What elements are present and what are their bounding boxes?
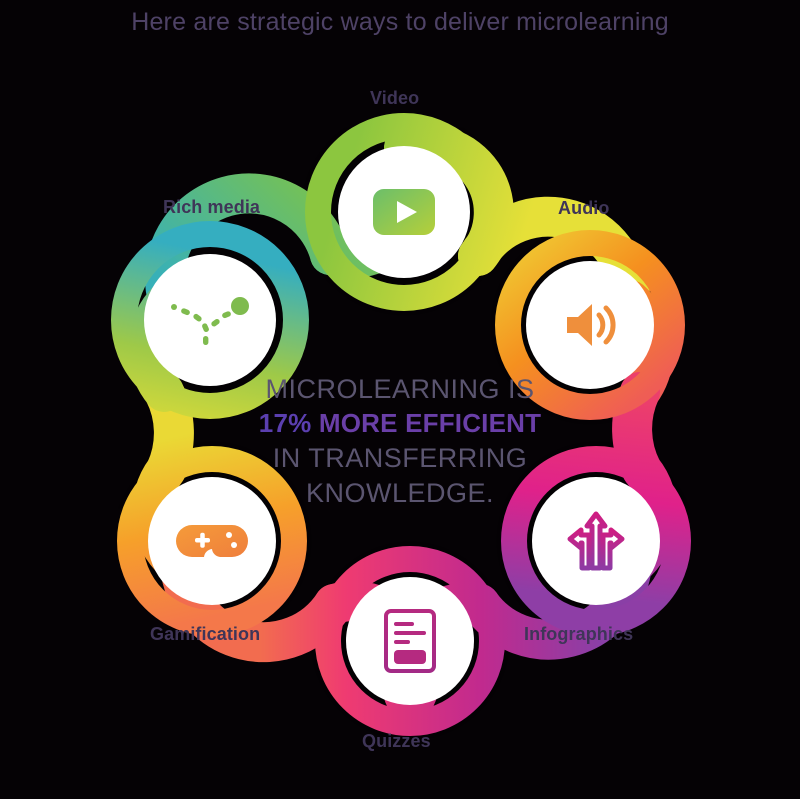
node-label-audio: Audio xyxy=(558,198,610,218)
node-label-video: Video xyxy=(370,88,420,108)
node-richmedia[interactable] xyxy=(144,254,276,386)
statement-line-1: MICROLEARNING IS xyxy=(265,374,535,404)
page-title: Here are strategic ways to deliver micro… xyxy=(131,8,669,36)
video-play-icon xyxy=(372,188,436,236)
node-label-gamification: Gamification xyxy=(150,624,261,644)
node-audio[interactable] xyxy=(526,261,654,389)
statement-percent: 17% xyxy=(258,408,312,439)
node-label-quizzes: Quizzes xyxy=(362,731,431,751)
document-form-icon xyxy=(383,608,437,674)
gamepad-icon xyxy=(176,519,248,563)
node-label-infographics: Infographics xyxy=(524,624,634,644)
node-video[interactable] xyxy=(338,146,470,278)
statement-line-2-rest: MORE EFFICIENT xyxy=(311,408,542,439)
node-infographics[interactable] xyxy=(532,477,660,605)
center-statement: MICROLEARNING IS 17% MORE EFFICIENT IN T… xyxy=(240,372,560,511)
statement-line-2: 17% MORE EFFICIENT xyxy=(240,407,560,441)
statement-line-3: IN TRANSFERRING xyxy=(272,442,528,473)
node-label-richmedia: Rich media xyxy=(163,197,261,217)
node-quizzes[interactable] xyxy=(346,577,474,705)
node-gamification[interactable] xyxy=(148,477,276,605)
statement-line-4: KNOWLEDGE. xyxy=(305,477,495,508)
dotted-path-icon xyxy=(169,292,251,348)
three-arrows-icon xyxy=(563,508,629,574)
speaker-icon xyxy=(559,298,621,352)
